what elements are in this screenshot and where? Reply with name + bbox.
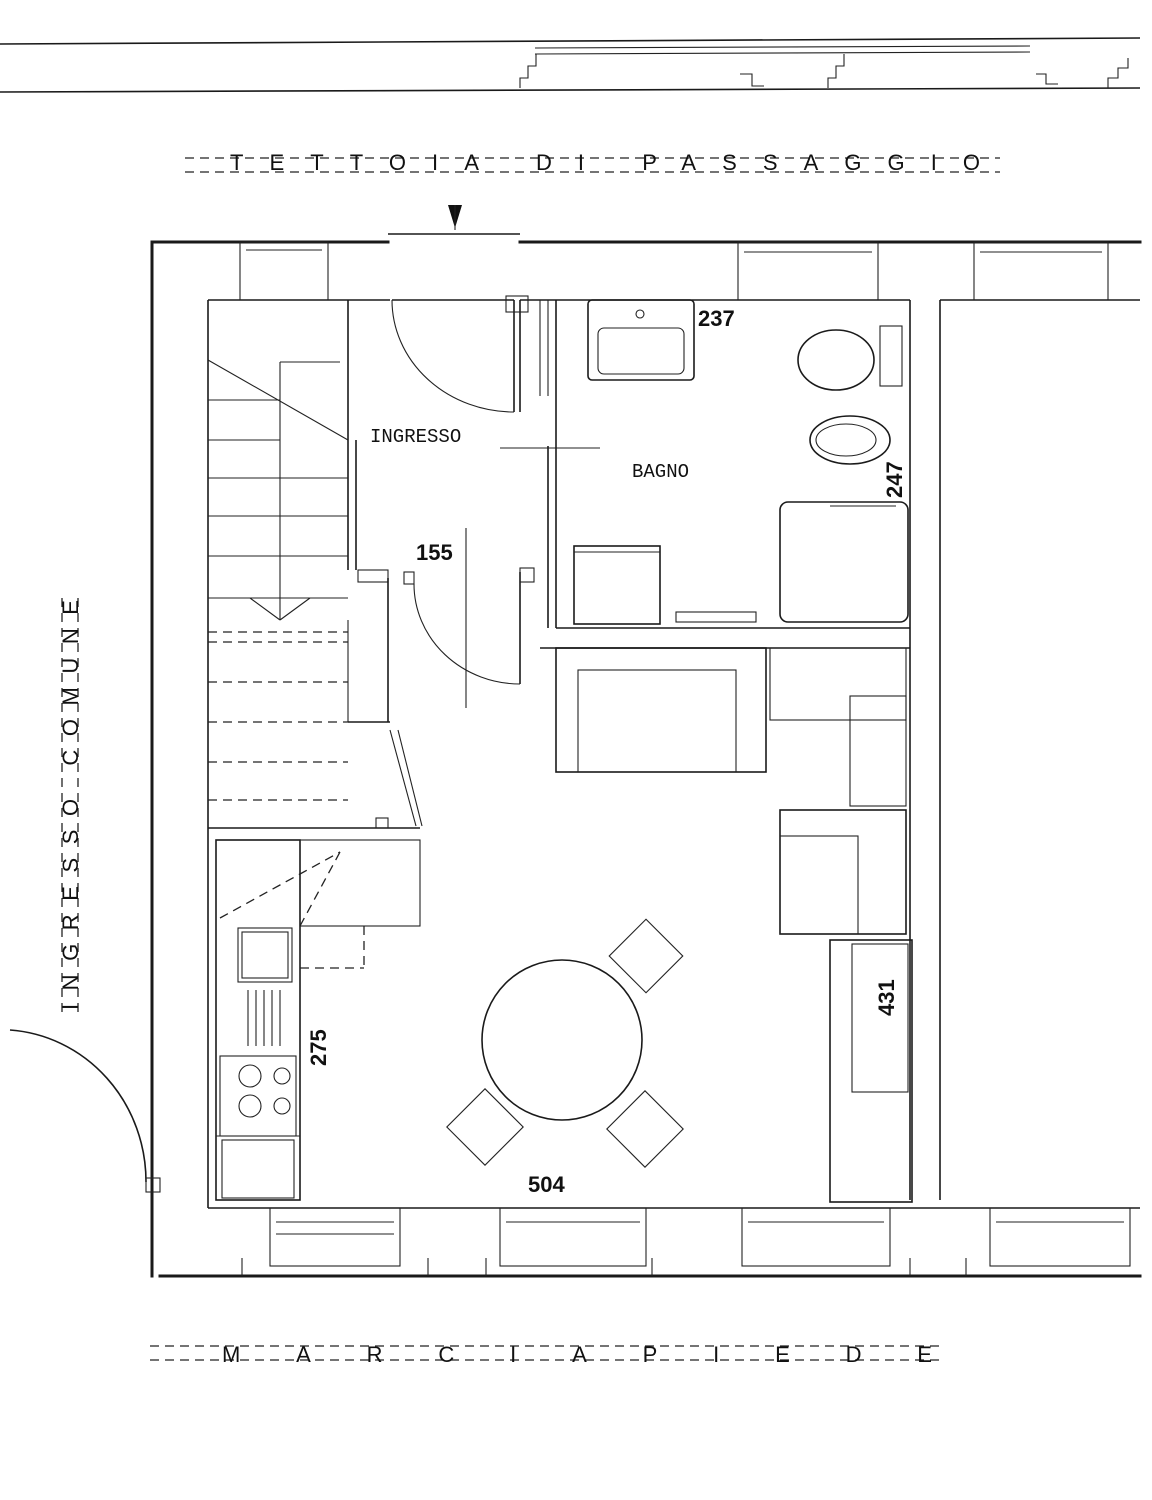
entrance-door	[388, 205, 520, 413]
stair-overhead	[219, 839, 421, 969]
sideboard	[829, 939, 913, 1203]
top-windows	[239, 241, 1109, 301]
dimension-bath-width: 237	[698, 306, 735, 331]
dimension-room-width: 504	[528, 1172, 565, 1197]
dimension-kitchen-length: 275	[306, 1029, 331, 1066]
outer-walls	[150, 240, 1142, 1278]
canopy-label: TETTOIA DI PASSAGGIO	[230, 150, 980, 175]
closet	[348, 569, 423, 829]
dining-table	[446, 918, 684, 1168]
bathroom-label: BAGNO	[632, 461, 689, 483]
bottom-windows	[241, 1207, 1131, 1276]
sofa	[540, 647, 910, 773]
wall-unit	[769, 647, 907, 807]
common-entrance-door	[9, 1029, 161, 1193]
dimension-room-depth: 431	[874, 979, 899, 1016]
dimension-bath-depth: 247	[882, 461, 907, 498]
interior-door	[403, 447, 600, 708]
canopy-section	[0, 37, 1141, 93]
entrance-label: INGRESSO	[370, 426, 461, 448]
kitchen-counter	[215, 839, 301, 1201]
bathroom	[505, 295, 910, 629]
armchair	[779, 809, 907, 935]
dimension-entry-width: 155	[416, 540, 453, 565]
common-entrance-label: INGRESSO COMUNE	[58, 600, 83, 1010]
staircase	[207, 300, 420, 829]
